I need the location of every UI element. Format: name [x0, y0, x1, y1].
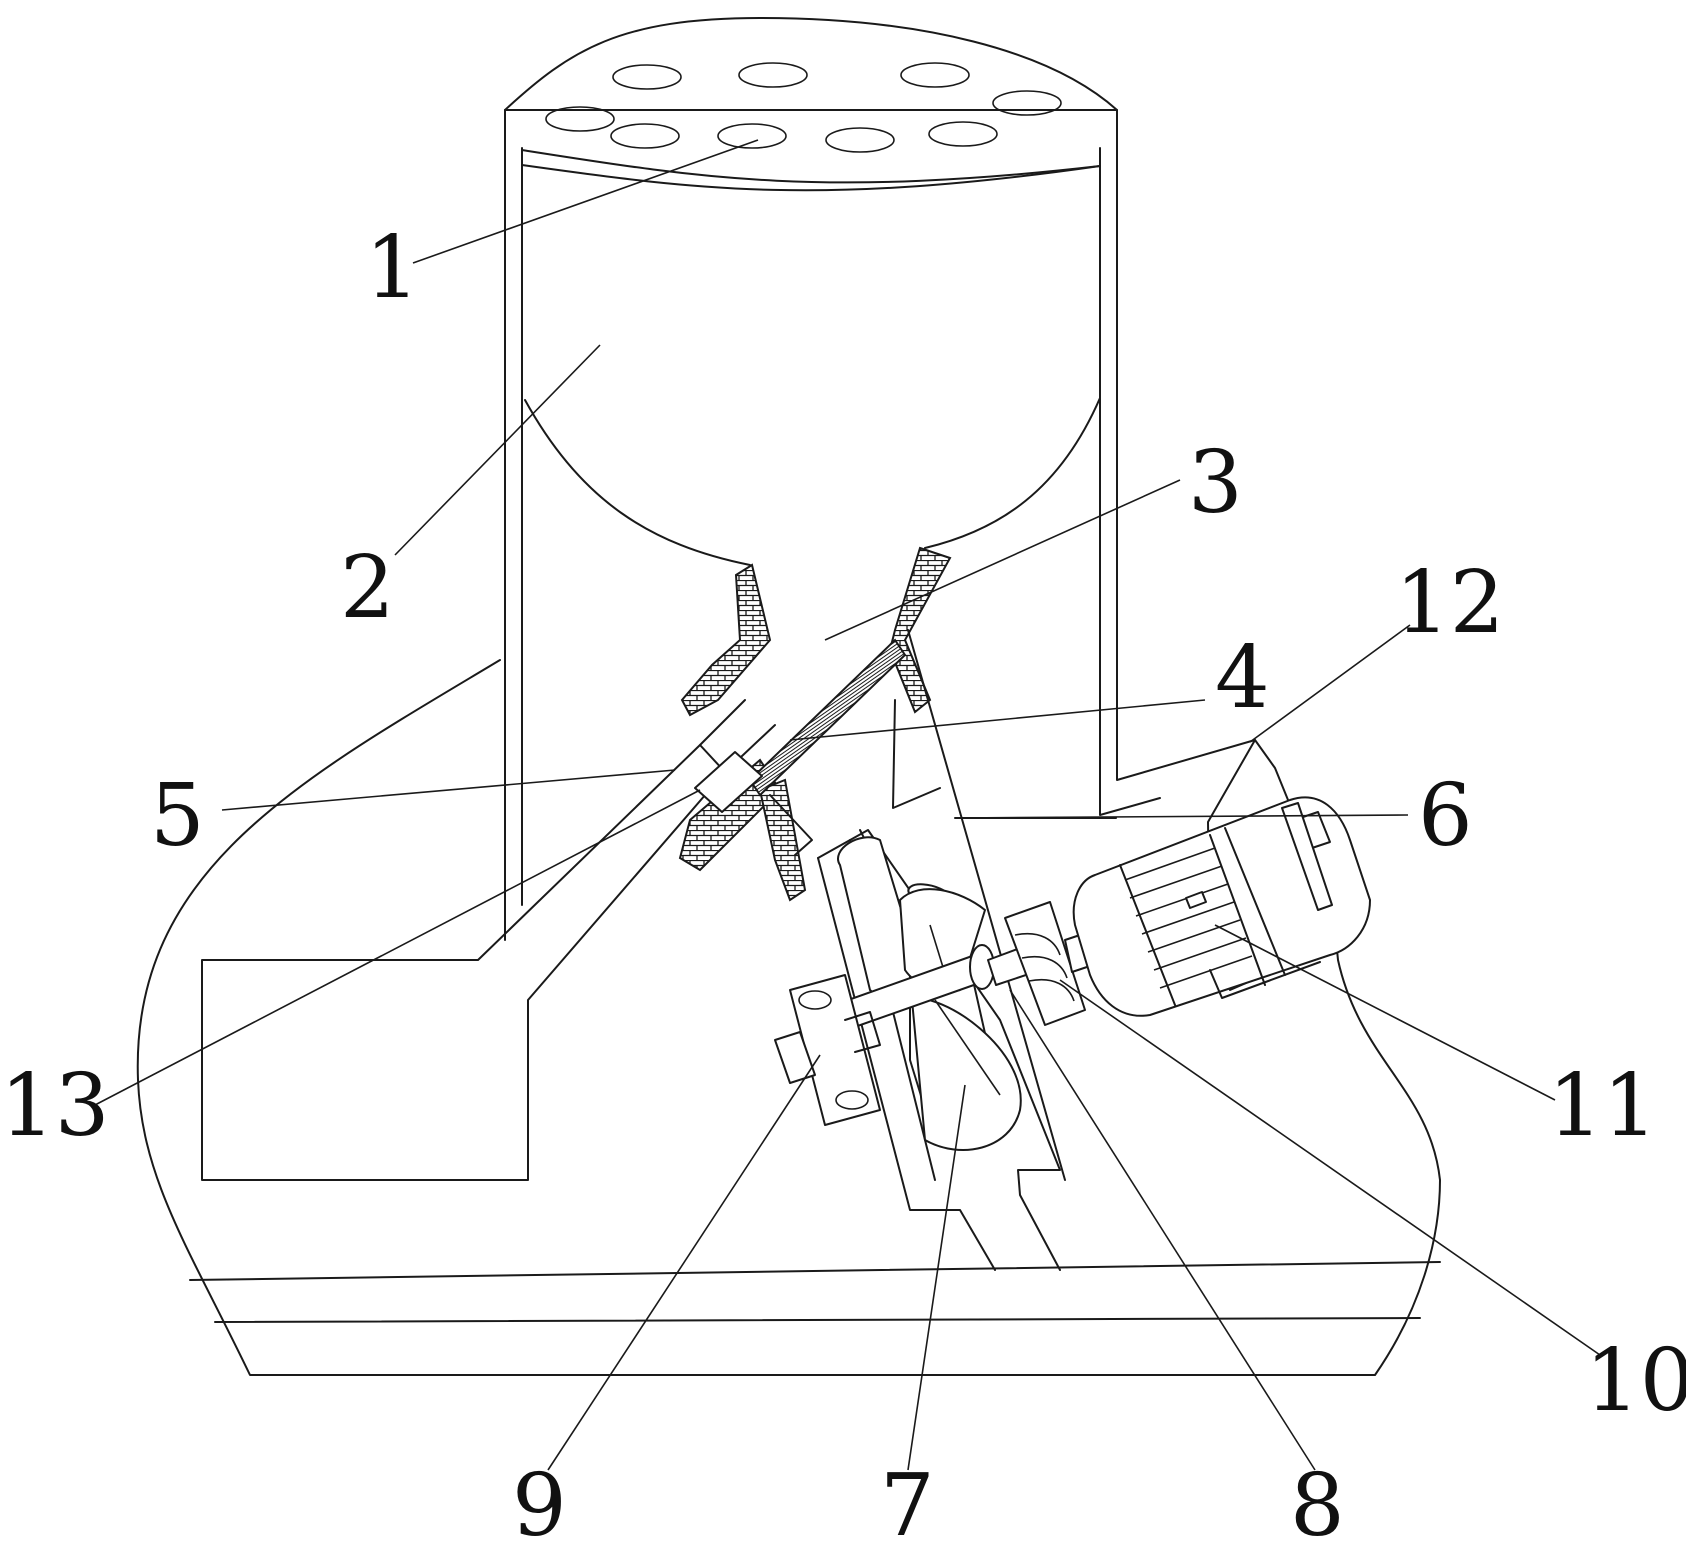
motor-assembly: [1072, 739, 1371, 1017]
callout-4: 4: [1215, 628, 1270, 728]
hopper-housing: [504, 17, 1256, 941]
callout-9: 9: [512, 1456, 567, 1541]
bearing-seat: [774, 974, 881, 1126]
leader-lines: [94, 139, 1601, 1471]
callout-10: 10: [1585, 1331, 1686, 1431]
collection-box: [201, 744, 726, 1181]
callout-12: 12: [1395, 553, 1504, 653]
callout-11: 11: [1548, 1056, 1657, 1156]
callout-3: 3: [1188, 433, 1243, 533]
callout-1: 1: [365, 218, 420, 318]
callout-5: 5: [150, 766, 205, 866]
feed-openings: [545, 62, 1062, 153]
callout-8: 8: [1290, 1456, 1345, 1541]
callout-13: 13: [0, 1056, 109, 1156]
callout-2: 2: [340, 538, 395, 638]
callout-7: 7: [880, 1456, 935, 1541]
callout-labels: 1 2 3 4 5 6 7 8 9 10 11 12 13: [0, 218, 1686, 1541]
callout-6: 6: [1418, 766, 1473, 866]
block-13: [694, 751, 763, 813]
screen-plate: [748, 638, 907, 797]
funnel: [524, 397, 1101, 566]
